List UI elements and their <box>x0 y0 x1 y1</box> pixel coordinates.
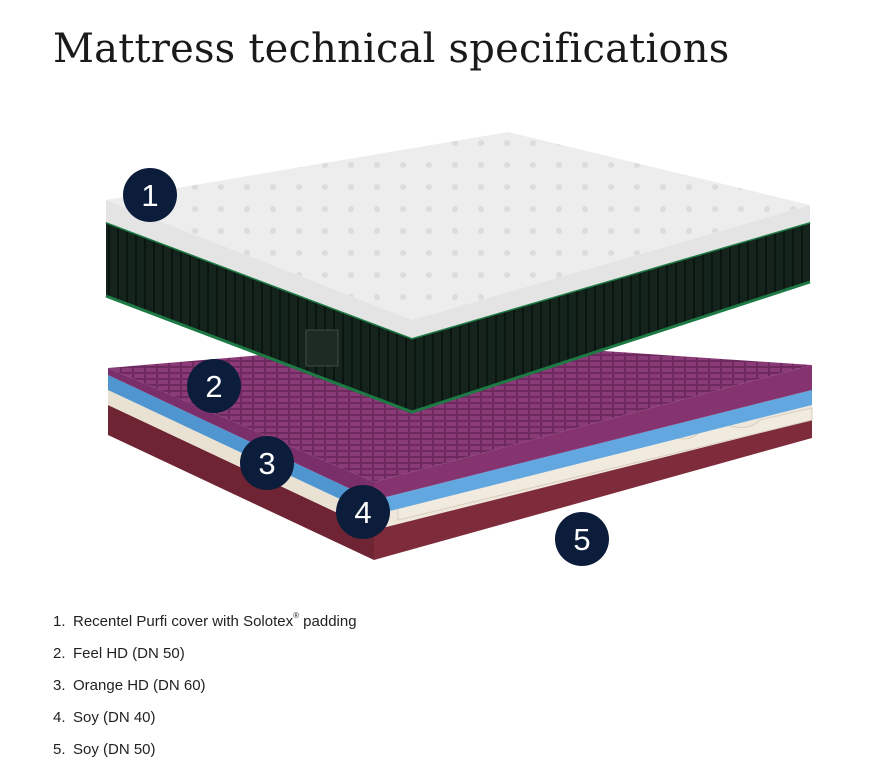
mattress-piping-bottom <box>105 280 811 414</box>
page-title: Mattress technical specifications <box>53 26 730 72</box>
mattress-top-edge <box>106 200 810 338</box>
spec-text: Recentel Purfi cover with Solotex® paddi… <box>73 611 357 631</box>
mattress-top <box>106 132 810 320</box>
spec-number: 3. <box>53 677 66 694</box>
mattress-layers-illustration: 1 2 3 4 5 <box>105 132 813 566</box>
svg-text:5: 5 <box>573 522 590 557</box>
svg-text:2: 2 <box>205 369 222 404</box>
layer-markers: 1 2 3 4 5 <box>123 168 609 566</box>
spec-text: Soy (DN 40) <box>73 709 156 726</box>
spec-text: Feel HD (DN 50) <box>73 645 185 662</box>
spec-item: 4. Soy (DN 40) <box>53 706 357 738</box>
marker-4: 4 <box>336 485 390 539</box>
spec-text: Orange HD (DN 60) <box>73 677 206 694</box>
layer-feel-front <box>374 365 812 500</box>
spec-item: 1. Recentel Purfi cover with Solotex® pa… <box>53 610 357 642</box>
spec-list: 1. Recentel Purfi cover with Solotex® pa… <box>53 610 357 770</box>
marker-2: 2 <box>187 359 241 413</box>
spec-item: 2. Feel HD (DN 50) <box>53 642 357 674</box>
spec-item: 5. Soy (DN 50) <box>53 738 357 770</box>
mattress-label <box>305 329 339 367</box>
spec-item: 3. Orange HD (DN 60) <box>53 674 357 706</box>
layer-orange-front <box>374 390 812 515</box>
marker-5: 5 <box>555 512 609 566</box>
spec-number: 2. <box>53 645 66 662</box>
spec-number: 5. <box>53 741 66 758</box>
spec-number: 1. <box>53 613 66 630</box>
layer-soy-base-side <box>108 405 374 560</box>
mattress <box>105 132 811 414</box>
registered-mark: ® <box>293 611 300 620</box>
layer-feel-top <box>108 340 812 482</box>
spec-number: 4. <box>53 709 66 726</box>
marker-3: 3 <box>240 436 294 490</box>
svg-text:4: 4 <box>354 495 371 530</box>
mattress-side-front <box>412 222 810 412</box>
svg-text:1: 1 <box>141 178 158 213</box>
spec-text: Soy (DN 50) <box>73 741 156 758</box>
layer-soy-base-front <box>374 420 812 560</box>
marker-1: 1 <box>123 168 177 222</box>
layer-orange-side <box>108 375 374 515</box>
svg-text:3: 3 <box>258 446 275 481</box>
layer-feel-side <box>108 368 374 500</box>
